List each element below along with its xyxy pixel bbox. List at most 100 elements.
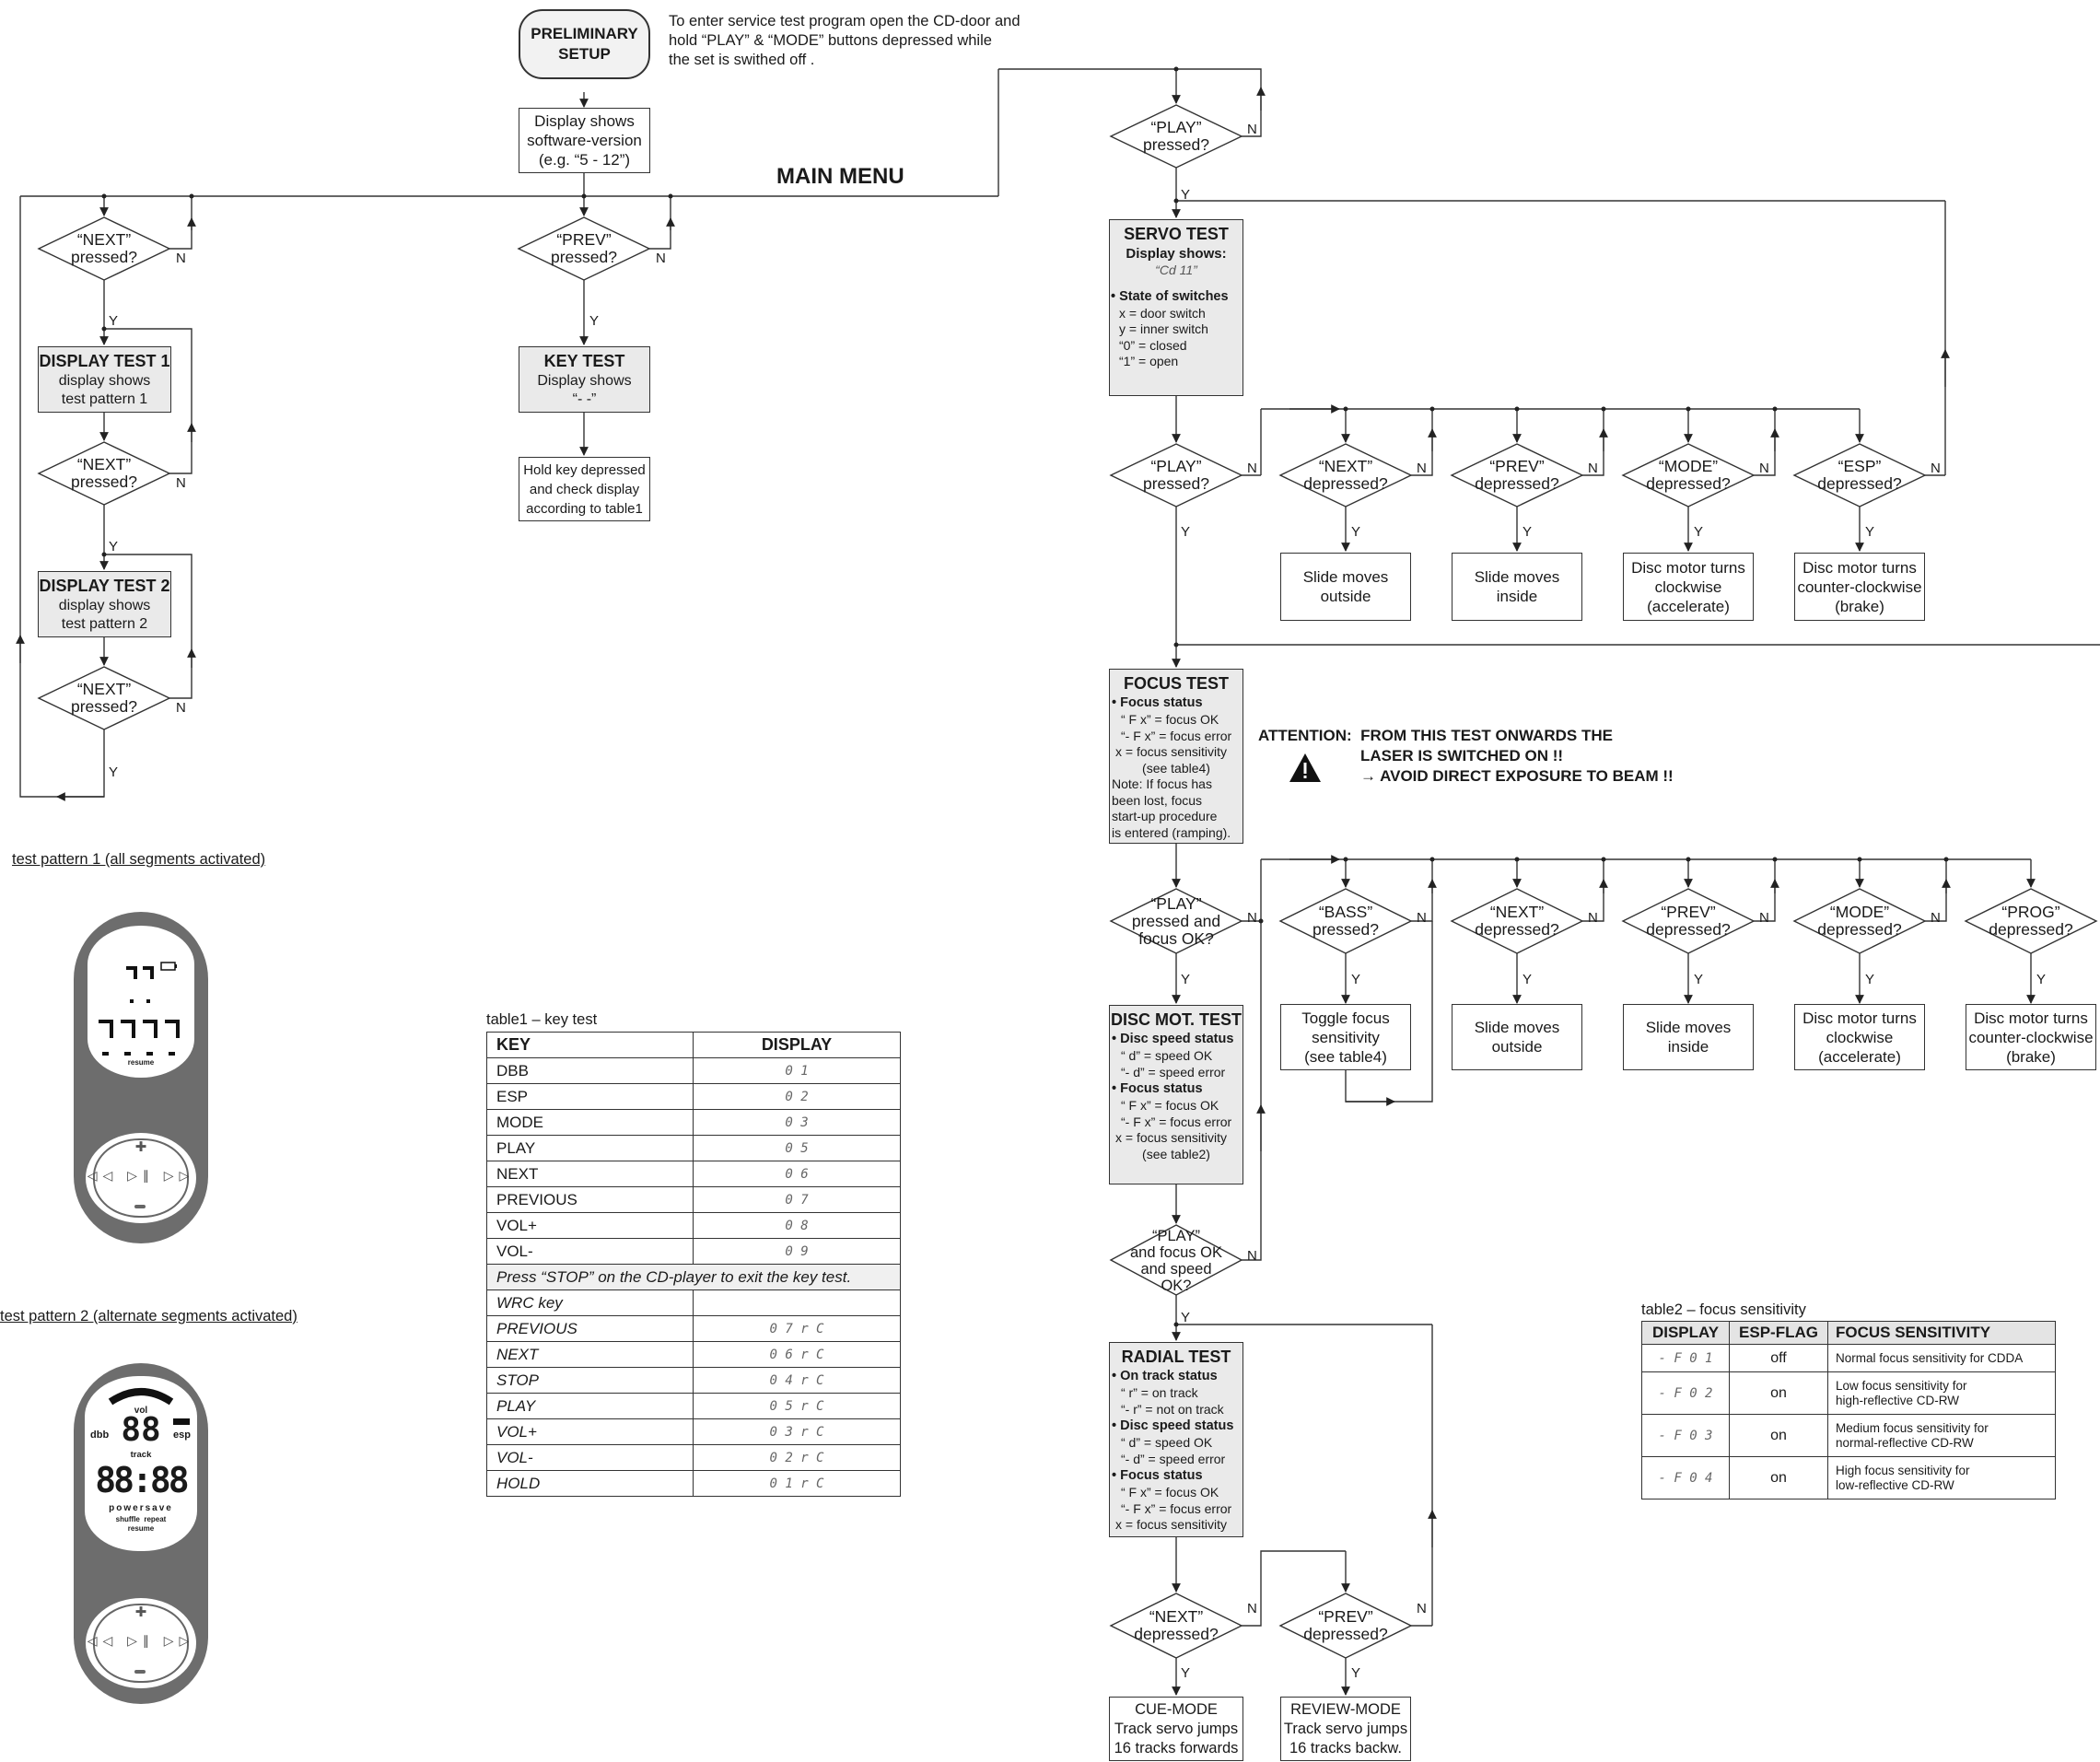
software-version-text: Display shows software-version (e.g. “5 … (527, 112, 642, 169)
key-test-body: Display shows “- -” (537, 373, 632, 407)
label-y: Y (1181, 1310, 1191, 1325)
preliminary-setup: PRELIMINARY SETUP (519, 9, 650, 79)
header-key: KEY (486, 1032, 694, 1058)
header-focus-sensitivity: FOCUS SENSITIVITY (1827, 1321, 2056, 1345)
decision-text: “PREV” depressed? (1303, 1607, 1388, 1643)
label-y: Y (1181, 524, 1191, 540)
focus-line: is entered (ramping). (1112, 824, 1231, 840)
disc-mot-line: “- F x” = focus error (1121, 1114, 1232, 1129)
shuffle-repeat-label: shuffle repeat (115, 1515, 167, 1523)
cell-key: PREVIOUS (486, 1315, 694, 1342)
cell-empty (693, 1289, 901, 1316)
focus-line: Note: If focus has (1112, 776, 1212, 791)
cue-mode-box: CUE-MODE Track servo jumps 16 tracks for… (1109, 1697, 1243, 1761)
action-disc-cw: Disc motor turns clockwise (accelerate) (1623, 553, 1754, 621)
disc-mot-line: x = focus sensitivity (1115, 1130, 1227, 1145)
focus-test: FOCUS TEST • Focus status “ F x” = focus… (1109, 669, 1243, 844)
radial-line: “- F x” = focus error (1121, 1500, 1232, 1516)
cell-display: 0 5 r C (693, 1393, 901, 1419)
table-row: VOL-0 9 (486, 1238, 901, 1265)
cell-esp-flag: off (1729, 1344, 1828, 1372)
decision-text: “ESP” depressed? (1817, 457, 1902, 493)
radial-line: “- d” = speed error (1121, 1451, 1226, 1466)
cell-display: 0 7 r C (693, 1315, 901, 1342)
focus-line: been lost, focus (1112, 792, 1203, 808)
track-number: 88 (121, 1411, 161, 1449)
radial-line: “- r” = not on track (1121, 1401, 1224, 1417)
transport-icons: ◁◁ ▷∥ ▷▷ (87, 1168, 195, 1183)
label-n: N (1417, 461, 1427, 476)
header-display: DISPLAY (693, 1032, 901, 1058)
cell-key: ESP (486, 1083, 694, 1110)
cell-sensitivity: Medium focus sensitivity for normal-refl… (1827, 1414, 2056, 1457)
label-y: Y (1694, 972, 1704, 987)
label-y: Y (589, 313, 600, 329)
radial-line: “ d” = speed OK (1121, 1435, 1213, 1450)
decision-text: “PREV” depressed? (1475, 457, 1559, 493)
focus-line: • Focus status (1112, 695, 1203, 710)
hold-key-text: Hold key depressed and check display acc… (523, 461, 646, 517)
cell-display: 0 9 (693, 1238, 901, 1265)
control-ring (93, 1138, 189, 1218)
disc-mot-line: “ F x” = focus OK (1121, 1098, 1219, 1113)
label-y: Y (1181, 972, 1191, 987)
label-y: Y (1522, 524, 1533, 540)
label-y: Y (1181, 1665, 1191, 1681)
label-n: N (1247, 1248, 1257, 1264)
review-mode-box: REVIEW-MODE Track servo jumps 16 tracks … (1280, 1697, 1411, 1761)
radial-line: • Focus status (1112, 1468, 1203, 1483)
decision-text: “PLAY” pressed? (1143, 457, 1209, 493)
cell-key: NEXT (486, 1161, 694, 1187)
disc-mot-line: • Focus status (1112, 1081, 1203, 1096)
display-test-2-body: display shows test pattern 2 (58, 598, 151, 632)
action-disc-ccw: Disc motor turns counter-clockwise (brak… (1794, 553, 1925, 621)
cell-display: 0 8 (693, 1212, 901, 1239)
cell-display: - F 0 4 (1641, 1456, 1730, 1499)
action-slide-inside: Slide moves inside (1452, 553, 1582, 621)
label-n: N (1247, 1601, 1257, 1616)
action-toggle-focus: Toggle focus sensitivity (see table4) (1280, 1004, 1411, 1070)
resume-label: resume (127, 1058, 155, 1067)
cell-key: PLAY (486, 1135, 694, 1161)
cell-esp-flag: on (1729, 1414, 1828, 1457)
cell-display: 0 4 r C (693, 1367, 901, 1394)
display-test-1-body: display shows test pattern 1 (58, 373, 151, 407)
cell-sensitivity: Low focus sensitivity for high-reflectiv… (1827, 1371, 2056, 1415)
servo-test-sub: Display shows: (1126, 246, 1227, 262)
disc-mot-line: • Disc speed status (1112, 1032, 1234, 1046)
decision-text: “PLAY” pressed? (1143, 118, 1209, 154)
control-wheel: ✚ ◁◁ ▷∥ ▷▷ (86, 1598, 196, 1688)
radial-line: x = focus sensitivity (1115, 1517, 1227, 1532)
label-y: Y (1351, 972, 1361, 987)
cell-display: 0 2 (693, 1083, 901, 1110)
preliminary-instruction: To enter service test program open the C… (669, 13, 1021, 68)
radial-line: • On track status (1112, 1369, 1218, 1383)
action-slide-outside: Slide moves outside (1280, 553, 1411, 621)
vol-arc (108, 1388, 174, 1406)
lcd-screen: vol dbb esp 88 track 88:88 powersave shu… (85, 1376, 197, 1551)
table-row: WRC key (486, 1289, 901, 1316)
attention-line-1: ATTENTION: FROM THIS TEST ONWARDS THE (1258, 727, 1613, 744)
servo-switch-line: x = door switch (1119, 305, 1206, 321)
decision-text: “PROG” depressed? (1989, 903, 2073, 939)
label-y: Y (2036, 972, 2047, 987)
transport-icons: ◁◁ ▷∥ ▷▷ (87, 1633, 195, 1648)
label-n: N (1759, 910, 1769, 926)
cell-display: 0 5 (693, 1135, 901, 1161)
radial-line: “ r” = on track (1121, 1385, 1198, 1400)
decision-text: “NEXT” depressed? (1134, 1607, 1219, 1643)
cell-display: 0 2 r C (693, 1444, 901, 1471)
radial-test: RADIAL TEST • On track status “ r” = on … (1109, 1342, 1243, 1537)
key-test: KEY TEST Display shows “- -” (519, 346, 650, 413)
label-y: Y (1181, 187, 1191, 203)
label-y: Y (1694, 524, 1704, 540)
attention-line-2: LASER IS SWITCHED ON !! (1360, 747, 1564, 764)
cell-display: 0 6 (693, 1161, 901, 1187)
cell-display: 0 3 r C (693, 1418, 901, 1445)
